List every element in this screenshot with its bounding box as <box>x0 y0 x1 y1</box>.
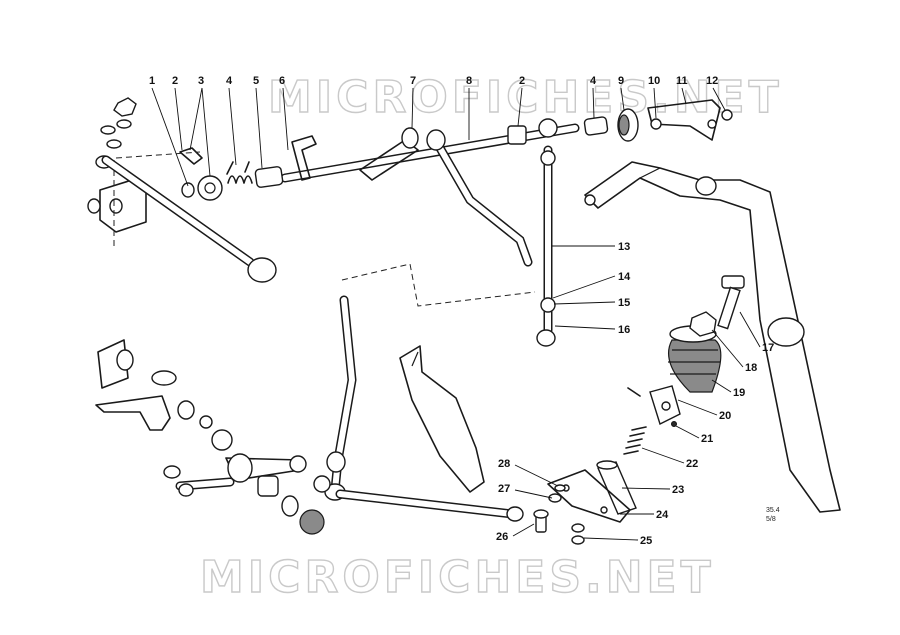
pin-small <box>627 387 641 397</box>
callout-14: 14 <box>618 271 631 283</box>
callout-2: 2 <box>172 75 178 87</box>
callout-9: 9 <box>618 75 624 87</box>
watermark-top: MICROFICHES.NET <box>268 72 783 123</box>
pedal-shaft-icon <box>584 161 841 513</box>
callout-6: 6 <box>279 75 285 87</box>
reference-code-line1: 35.4 <box>766 507 780 514</box>
callout-3: 3 <box>198 75 204 87</box>
callout-23: 23 <box>672 484 684 496</box>
callout-16: 16 <box>618 324 630 336</box>
callout-17: 17 <box>762 342 774 354</box>
rubber-boot-icon <box>668 325 722 393</box>
lower-linkage <box>95 295 524 535</box>
callout-25: 25 <box>640 535 652 547</box>
callout-8: 8 <box>466 75 472 87</box>
spring-22 <box>623 426 647 455</box>
callout-5: 5 <box>253 75 259 87</box>
callout-18: 18 <box>745 362 757 374</box>
pedal-plate <box>399 345 485 493</box>
pushrod-icon <box>536 145 556 347</box>
watermark-bottom: MICROFICHES.NET <box>200 552 715 603</box>
tube-23 <box>596 460 637 515</box>
callout-7: 7 <box>410 75 416 87</box>
left-end-hardware <box>87 97 277 283</box>
callout-24: 24 <box>656 509 669 521</box>
callout-26: 26 <box>496 531 508 543</box>
callout-22: 22 <box>686 458 698 470</box>
reference-code-line2: 5/8 <box>766 516 776 523</box>
callout-19: 19 <box>733 387 745 399</box>
callout-20: 20 <box>719 410 731 422</box>
boot-9 <box>617 108 639 142</box>
callout-4b: 4 <box>590 75 597 87</box>
screw-26 <box>533 509 549 533</box>
callout-2b: 2 <box>519 75 525 87</box>
callout-1: 1 <box>149 75 155 87</box>
callout-13: 13 <box>618 241 630 253</box>
upper-shaft-assembly <box>179 99 733 347</box>
callout-11: 11 <box>676 75 688 87</box>
callout-27: 27 <box>498 483 510 495</box>
dashed-link-line <box>341 263 536 307</box>
callout-15: 15 <box>618 297 630 309</box>
callout-12: 12 <box>706 75 718 87</box>
callout-10: 10 <box>648 75 660 87</box>
bracket-icon <box>647 99 721 141</box>
spring-icon <box>226 161 253 184</box>
guide-20 <box>649 385 681 425</box>
callouts: 1 2 3 4 5 6 7 8 2 4 9 10 11 12 13 14 15 … <box>149 75 774 547</box>
bolt-17 <box>717 275 745 330</box>
callout-21: 21 <box>701 433 713 445</box>
callout-4: 4 <box>226 75 233 87</box>
callout-28: 28 <box>498 458 510 470</box>
